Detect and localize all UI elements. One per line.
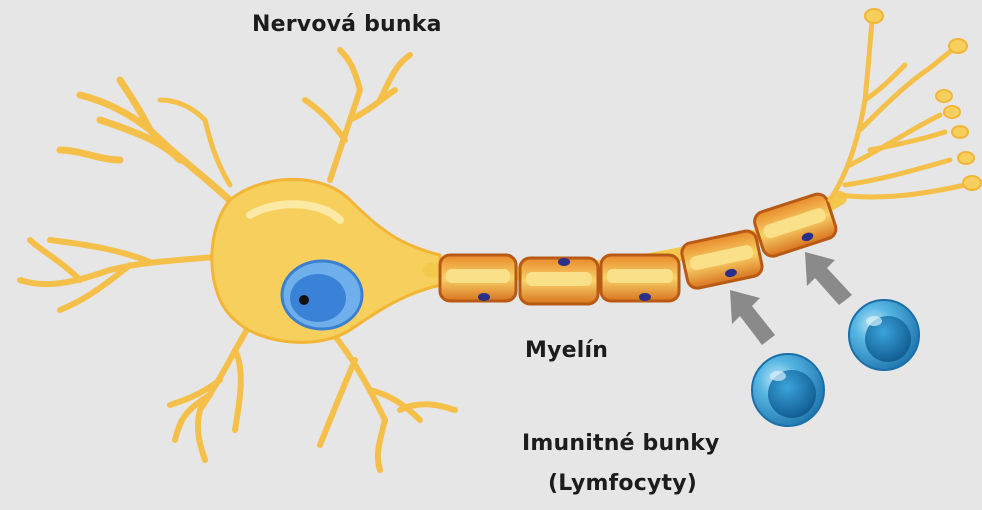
nucleolus xyxy=(299,295,309,305)
arrow-up-left-icon xyxy=(730,290,775,345)
lymphocyte-icon xyxy=(849,300,919,370)
arrow-up-left-icon xyxy=(805,252,852,305)
immune-cells-label: Imunitné bunky xyxy=(522,431,720,456)
myelin-label: Myelín xyxy=(525,338,608,363)
myelin-sheath xyxy=(440,192,838,304)
lymphocyte-icon xyxy=(752,354,824,426)
lymphocytes-label: (Lymfocyty) xyxy=(548,471,697,496)
terminal-buttons xyxy=(865,9,981,190)
nerve-cell-label: Nervová bunka xyxy=(252,12,442,37)
